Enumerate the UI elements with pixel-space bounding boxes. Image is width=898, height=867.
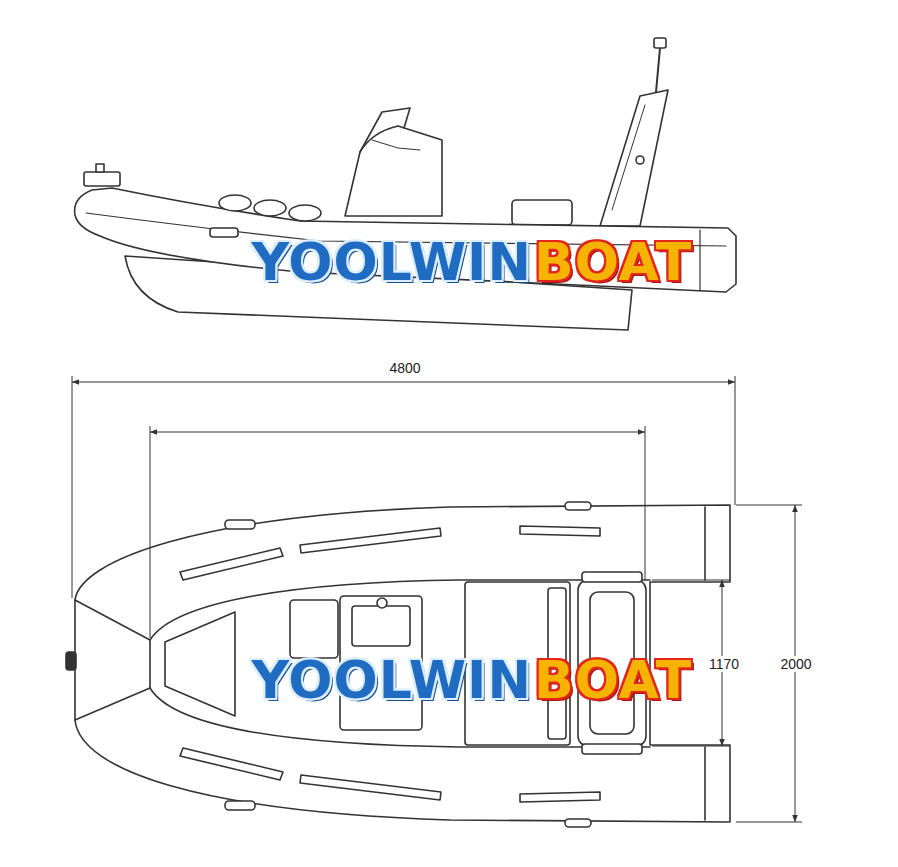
t-top-arch xyxy=(600,90,668,226)
watermark: YOOLWIN xyxy=(251,654,532,706)
top-view xyxy=(66,502,730,827)
helm-screen xyxy=(290,600,338,658)
hull-outline xyxy=(75,505,730,822)
dimension-label: 1170 xyxy=(707,656,741,672)
side-view xyxy=(75,38,736,330)
dimension-label: 4800 xyxy=(387,360,422,376)
tube xyxy=(75,188,736,292)
watermark: BOAT xyxy=(534,654,692,706)
watermark: YOOLWIN xyxy=(251,236,532,288)
console xyxy=(345,126,442,216)
bow-locker xyxy=(165,612,235,716)
dimension-label: 2000 xyxy=(778,656,813,672)
watermark: BOAT xyxy=(534,236,692,288)
dimension-lines xyxy=(72,376,802,822)
